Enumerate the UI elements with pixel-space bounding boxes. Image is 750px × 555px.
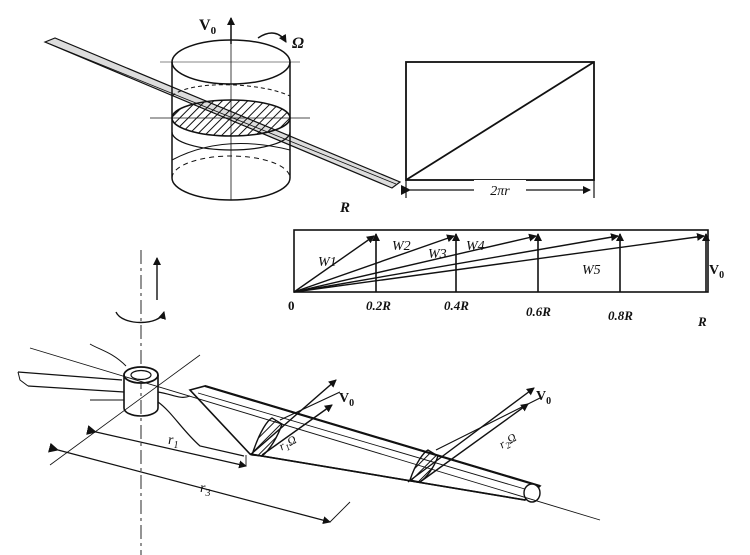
w1-label: W1: [318, 255, 337, 270]
hub-rotation-arrow: [115, 311, 166, 324]
station-label-0: 0: [288, 298, 295, 313]
station-label-5: R: [697, 314, 707, 329]
w5-label: W5: [582, 263, 601, 278]
w1-arrow: [293, 235, 375, 293]
hub-top: [123, 366, 159, 384]
velocity-triangle-view: W1 W2 W3 W4 W5 V0 0 0.2R 0.4R 0.6R 0.8R …: [288, 229, 724, 329]
w2-arrow: [293, 234, 455, 293]
w5-arrow: [293, 232, 705, 293]
r3-dimension: [48, 442, 331, 525]
w3-arrow: [293, 233, 537, 293]
unrolled-diagonal: [405, 61, 595, 181]
w3-label: W3: [428, 247, 447, 262]
station-label-1: 0.2R: [366, 298, 391, 313]
axial-velocity-label: V0: [199, 17, 217, 37]
w4-label: W4: [466, 239, 485, 254]
station-label-3: 0.6R: [526, 304, 551, 319]
section1-v0-label: V0: [339, 391, 354, 409]
section2-v0-label: V0: [536, 389, 551, 407]
section2-v0-arrow: [407, 387, 535, 483]
r3-label: r3: [200, 481, 210, 499]
section2-tangential-label: r2Ω: [496, 430, 520, 453]
station-label-2: 0.4R: [444, 298, 469, 313]
rotation-arrow: [257, 32, 287, 43]
station-label-4: 0.8R: [608, 308, 633, 323]
triangle-frame: [293, 229, 709, 293]
blade-tip: [523, 483, 541, 503]
cylinder-view: V0 Ω R: [43, 17, 402, 216]
w4-arrow: [293, 233, 619, 293]
radius-label: R: [339, 200, 350, 216]
rotation-label: Ω: [292, 35, 304, 52]
blade-view: V0 r1Ω V0 r2Ω r1 r3: [17, 250, 601, 555]
blade-body: [188, 385, 542, 501]
section1-v0-arrow: [249, 379, 337, 456]
section2-tangential-arrow: [419, 403, 529, 483]
triangle-v0-label: V0: [709, 263, 724, 281]
unrolled-strip-view: 2πr: [401, 61, 595, 199]
hub-bottom: [123, 407, 159, 417]
circumference-label: 2πr: [490, 184, 510, 199]
w2-label: W2: [392, 239, 411, 254]
